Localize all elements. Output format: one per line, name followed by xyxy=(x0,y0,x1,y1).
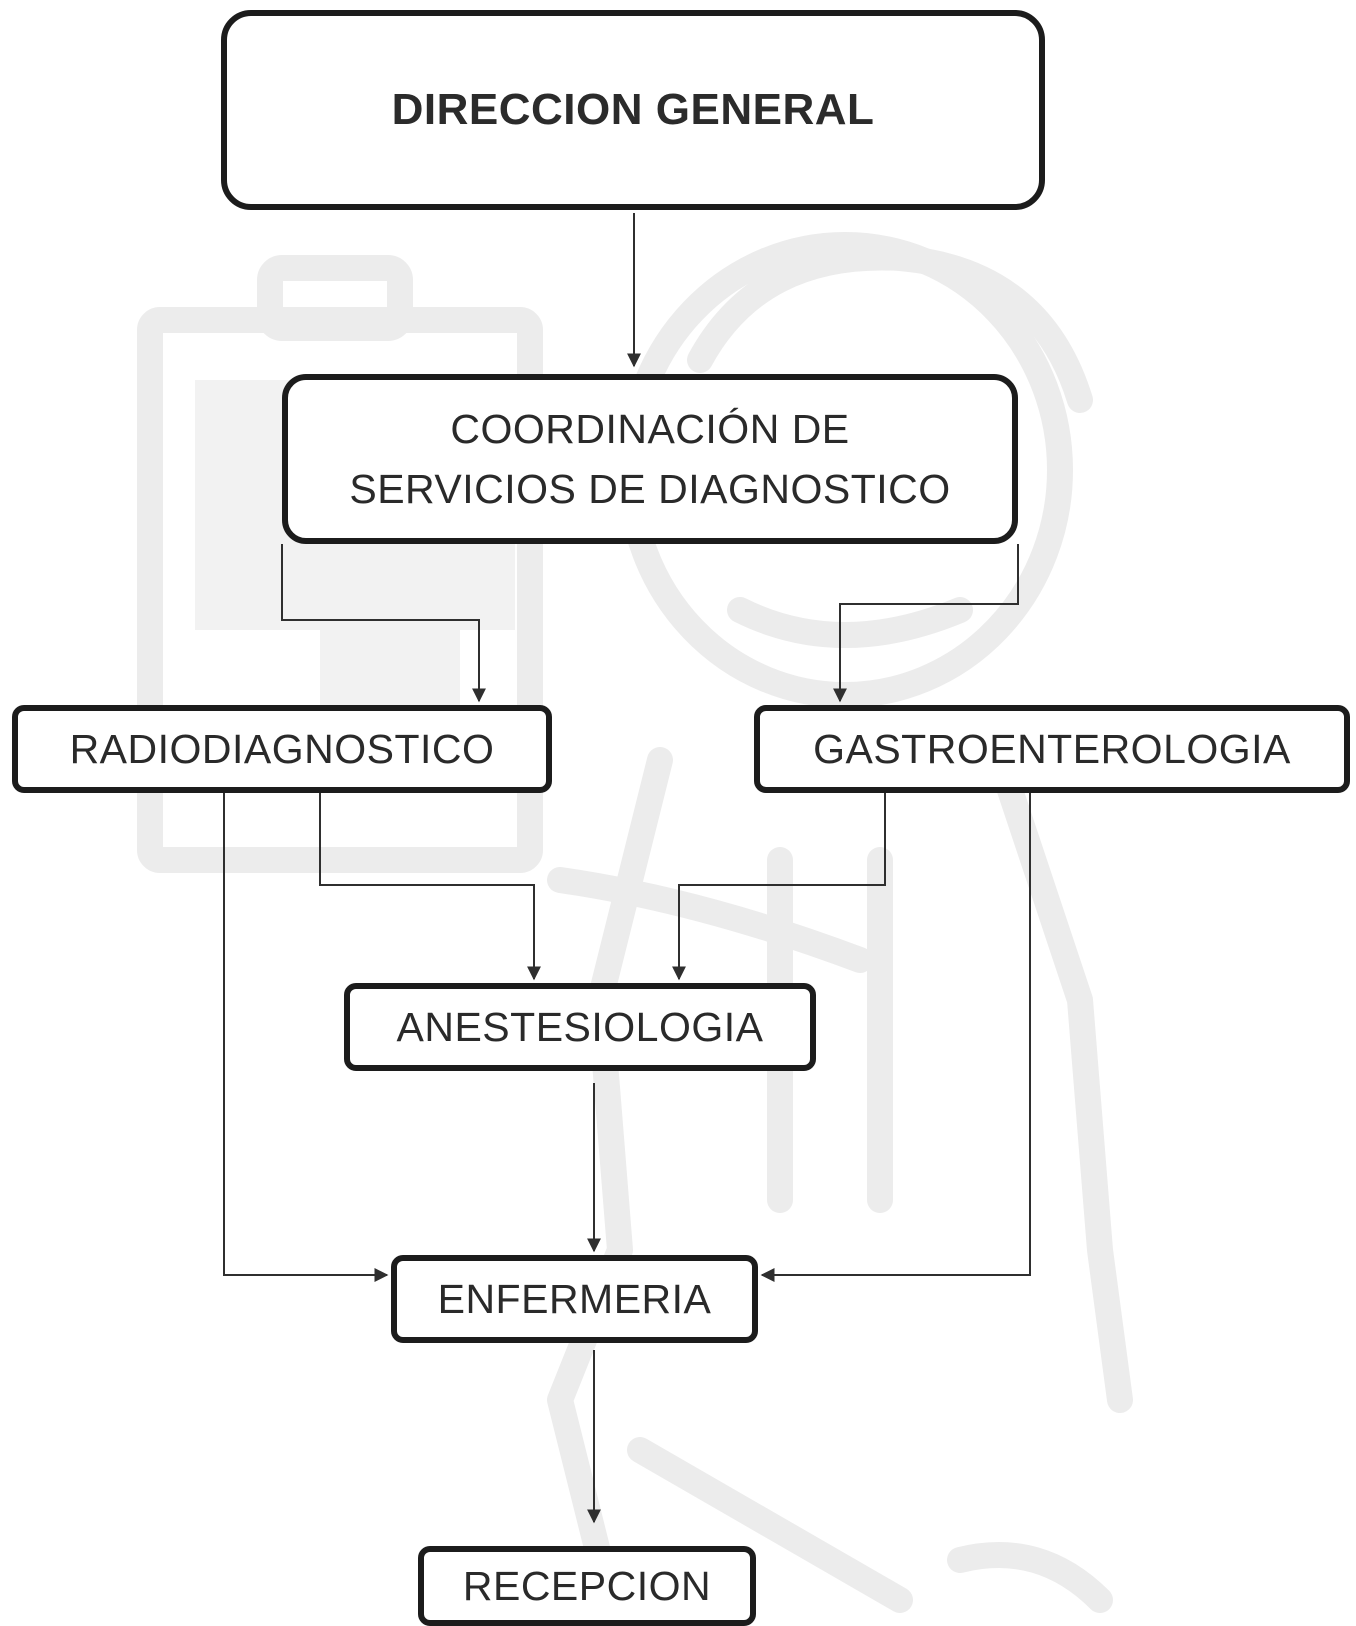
node-gastroenterologia-label: GASTROENTEROLOGIA xyxy=(813,725,1291,772)
node-gastroenterologia: GASTROENTEROLOGIA xyxy=(754,705,1350,793)
edge-radiodiagnostico-to-enfermeria xyxy=(223,793,389,1282)
node-coordinacion-label-line1: COORDINACIÓN DE xyxy=(450,406,850,452)
edge-gastroenterologia-to-enfermeria xyxy=(760,793,1031,1282)
edge-coordinacion-to-radiodiagnostico xyxy=(281,544,486,703)
node-anestesiologia-label: ANESTESIOLOGIA xyxy=(396,1003,764,1050)
node-direccion-general: DIRECCION GENERAL xyxy=(221,10,1045,210)
node-radiodiagnostico-label: RADIODIAGNOSTICO xyxy=(69,725,495,772)
node-radiodiagnostico: RADIODIAGNOSTICO xyxy=(12,705,552,793)
node-enfermeria: ENFERMERIA xyxy=(391,1255,758,1343)
node-direccion-general-label: DIRECCION GENERAL xyxy=(391,85,875,134)
node-recepcion-label: RECEPCION xyxy=(462,1562,712,1609)
node-anestesiologia: ANESTESIOLOGIA xyxy=(344,983,816,1071)
node-coordinacion-label-line2: SERVICIOS DE DIAGNOSTICO xyxy=(349,466,951,512)
node-coordinacion-servicios-diagnostico: COORDINACIÓN DE SERVICIOS DE DIAGNOSTICO xyxy=(282,374,1018,544)
edge-radiodiagnostico-to-anestesiologia xyxy=(319,793,541,981)
edge-coordinacion-to-gastroenterologia xyxy=(833,544,1019,703)
node-enfermeria-label: ENFERMERIA xyxy=(437,1275,712,1322)
node-recepcion: RECEPCION xyxy=(418,1546,756,1626)
edge-gastroenterologia-to-anestesiologia xyxy=(672,793,886,981)
